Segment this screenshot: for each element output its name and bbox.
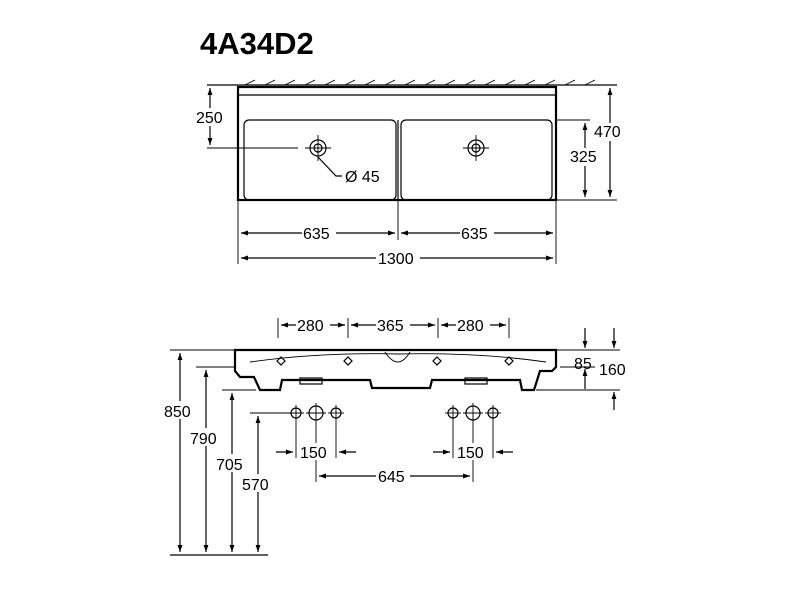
dim-705: 705 <box>216 457 243 474</box>
dim-325: 325 <box>570 149 597 166</box>
dim-150-left: 150 <box>300 445 327 462</box>
tap-group-right: 150 <box>433 403 513 482</box>
dim-280-left: 280 <box>297 318 324 335</box>
dim-160: 160 <box>599 362 626 379</box>
model-title: 4A34D2 <box>200 26 314 61</box>
dim-1300: 1300 <box>378 251 414 268</box>
dim-570: 570 <box>242 477 269 494</box>
tap-hole-right <box>463 135 489 161</box>
dim-850: 850 <box>164 404 191 421</box>
dim-250: 250 <box>196 110 223 127</box>
dim-635-left: 635 <box>303 226 330 243</box>
top-view: 250 470 325 Ø 45 635 635 1300 <box>196 79 626 268</box>
dim-645: 645 <box>378 469 405 486</box>
dim-790: 790 <box>190 431 217 448</box>
dim-635-right: 635 <box>461 226 488 243</box>
tap-group-left: 150 <box>276 403 356 482</box>
tap-hole-left <box>305 135 331 161</box>
dim-85: 85 <box>574 356 592 373</box>
dim-150-right: 150 <box>457 445 484 462</box>
front-view: 280 365 280 85 160 850 790 705 <box>164 317 630 556</box>
dim-365: 365 <box>377 318 404 335</box>
dim-470: 470 <box>594 124 621 141</box>
dim-tap-hole: Ø 45 <box>345 169 380 186</box>
dim-280-right: 280 <box>457 318 484 335</box>
